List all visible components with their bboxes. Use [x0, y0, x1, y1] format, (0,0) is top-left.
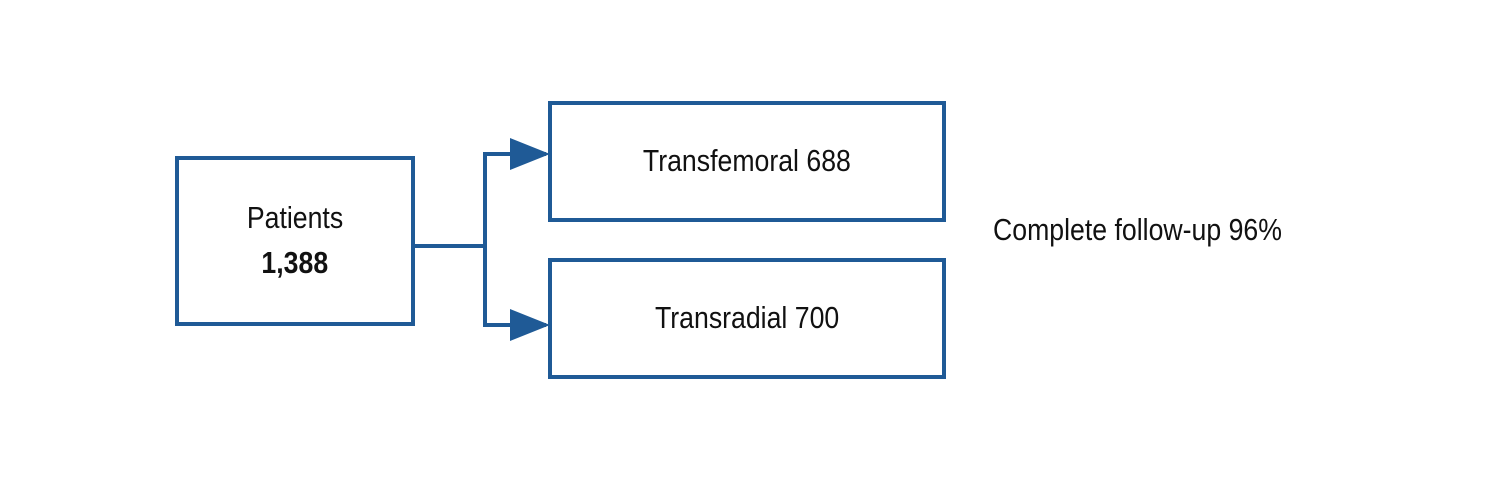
patients-label: Patients: [246, 200, 344, 236]
transfemoral-box: Transfemoral 688: [548, 101, 946, 222]
transradial-label: Transradial 700: [654, 300, 840, 336]
patients-box: Patients 1,388: [175, 156, 415, 326]
follow-up-note: Complete follow-up 96%: [993, 212, 1282, 247]
patients-count: 1,388: [261, 245, 329, 280]
transradial-box: Transradial 700: [548, 258, 946, 379]
transfemoral-label: Transfemoral 688: [643, 143, 851, 179]
